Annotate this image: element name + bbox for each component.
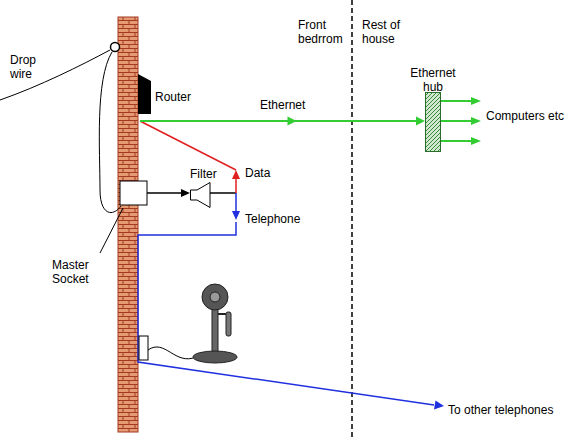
phone-receiver [226,312,231,336]
node-text: Router [155,90,191,104]
hub-box [426,93,441,152]
master-socket [120,181,147,205]
wire-insulator [111,43,120,52]
signal-label: Telephone [245,212,300,226]
room-boundary [351,0,353,437]
telephone-wire [138,222,434,405]
computer-link [441,140,472,142]
node-text: Ethernet hub [405,66,461,94]
arrowhead [232,170,240,179]
phone-base [193,351,237,363]
room-label: Front bedrrom [298,18,350,46]
node-shape [190,182,212,208]
signal-label: Data [245,166,270,180]
arrowhead [232,211,240,220]
extension-socket [139,336,148,360]
connector-line [140,120,417,122]
data-wire [235,178,237,193]
arrowhead [288,117,297,126]
router-node: Router [138,72,208,121]
computer-link [441,120,472,122]
leader-line [100,208,123,253]
computer-link [441,100,472,102]
drop-wire-lead [99,52,121,213]
drop-wire [0,50,110,100]
socket-to-filter-wire [147,192,182,194]
connector-label: Ethernet [260,98,305,112]
phone-stem [212,308,218,354]
brick-wall [118,17,138,432]
arrowhead [181,189,190,197]
hub-node: Ethernet hub [405,66,463,152]
phone-mouthpiece [202,284,228,310]
callout-label: Master Socket [52,258,98,286]
router-symbol [138,74,151,114]
destination-label: To other telephones [448,403,553,417]
device-label: Computers etc [486,109,564,123]
data-wire [140,121,236,170]
node-text: Filter [190,167,217,181]
phone-cord [148,347,196,359]
node-shape [138,74,151,114]
room-label: Rest of house [362,18,424,46]
arrowhead [434,401,444,410]
filter-node: Filter [190,167,234,209]
telephone-wire [235,193,237,211]
node-shape [425,92,441,152]
filter-symbol [191,183,211,208]
arrowhead [416,117,425,126]
wire-label: Drop wire [10,53,50,81]
arrowhead [471,97,481,105]
phone-mouthpiece [210,292,220,302]
phone-hook [218,313,226,315]
arrowhead [471,117,481,125]
filter-output-wire [210,192,236,194]
ethernet-connector [140,117,425,126]
arrowhead [471,137,481,145]
